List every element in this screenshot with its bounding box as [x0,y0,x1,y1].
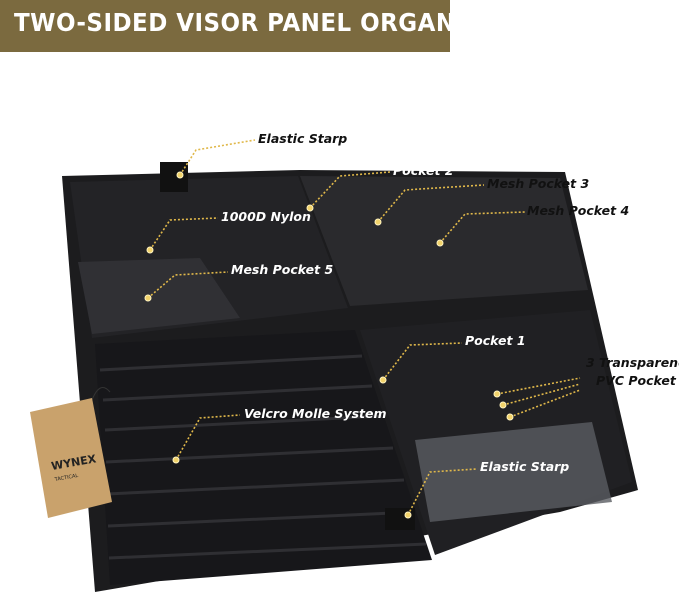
label-pvc-line1: 3 Transparency [586,355,679,370]
label-1000d-nylon: 1000D Nylon [221,209,311,224]
callout-leaders [144,139,581,519]
svg-text:TACTICAL: TACTICAL [53,473,79,483]
label-pvc-line2: PVC Pocket [596,373,677,388]
label-mesh-pocket-3: Mesh Pocket 3 [487,176,589,191]
mesh-pocket-5 [78,258,240,334]
label-mesh-pocket-4: Mesh Pocket 4 [527,203,629,218]
top-right-mesh-section [300,176,588,306]
strap-top [160,162,188,192]
page-title: TWO-SIDED VISOR PANEL ORGANIZER [14,8,517,37]
label-velcro-molle: Velcro Molle System [244,406,387,421]
label-elastic-strap-bottom: Elastic Starp [480,459,569,474]
label-elastic-strap-top: Elastic Starp [258,131,347,146]
molle-rows [99,354,427,560]
pvc-pocket [415,422,612,522]
brand-hang-tag: WYNEX TACTICAL [30,387,112,518]
label-mesh-pocket-5: Mesh Pocket 5 [231,262,333,277]
title-banner: TWO-SIDED VISOR PANEL ORGANIZER [0,0,516,52]
label-pocket-2: Pocket 2 [393,163,454,178]
label-pocket-1: Pocket 1 [465,333,526,348]
